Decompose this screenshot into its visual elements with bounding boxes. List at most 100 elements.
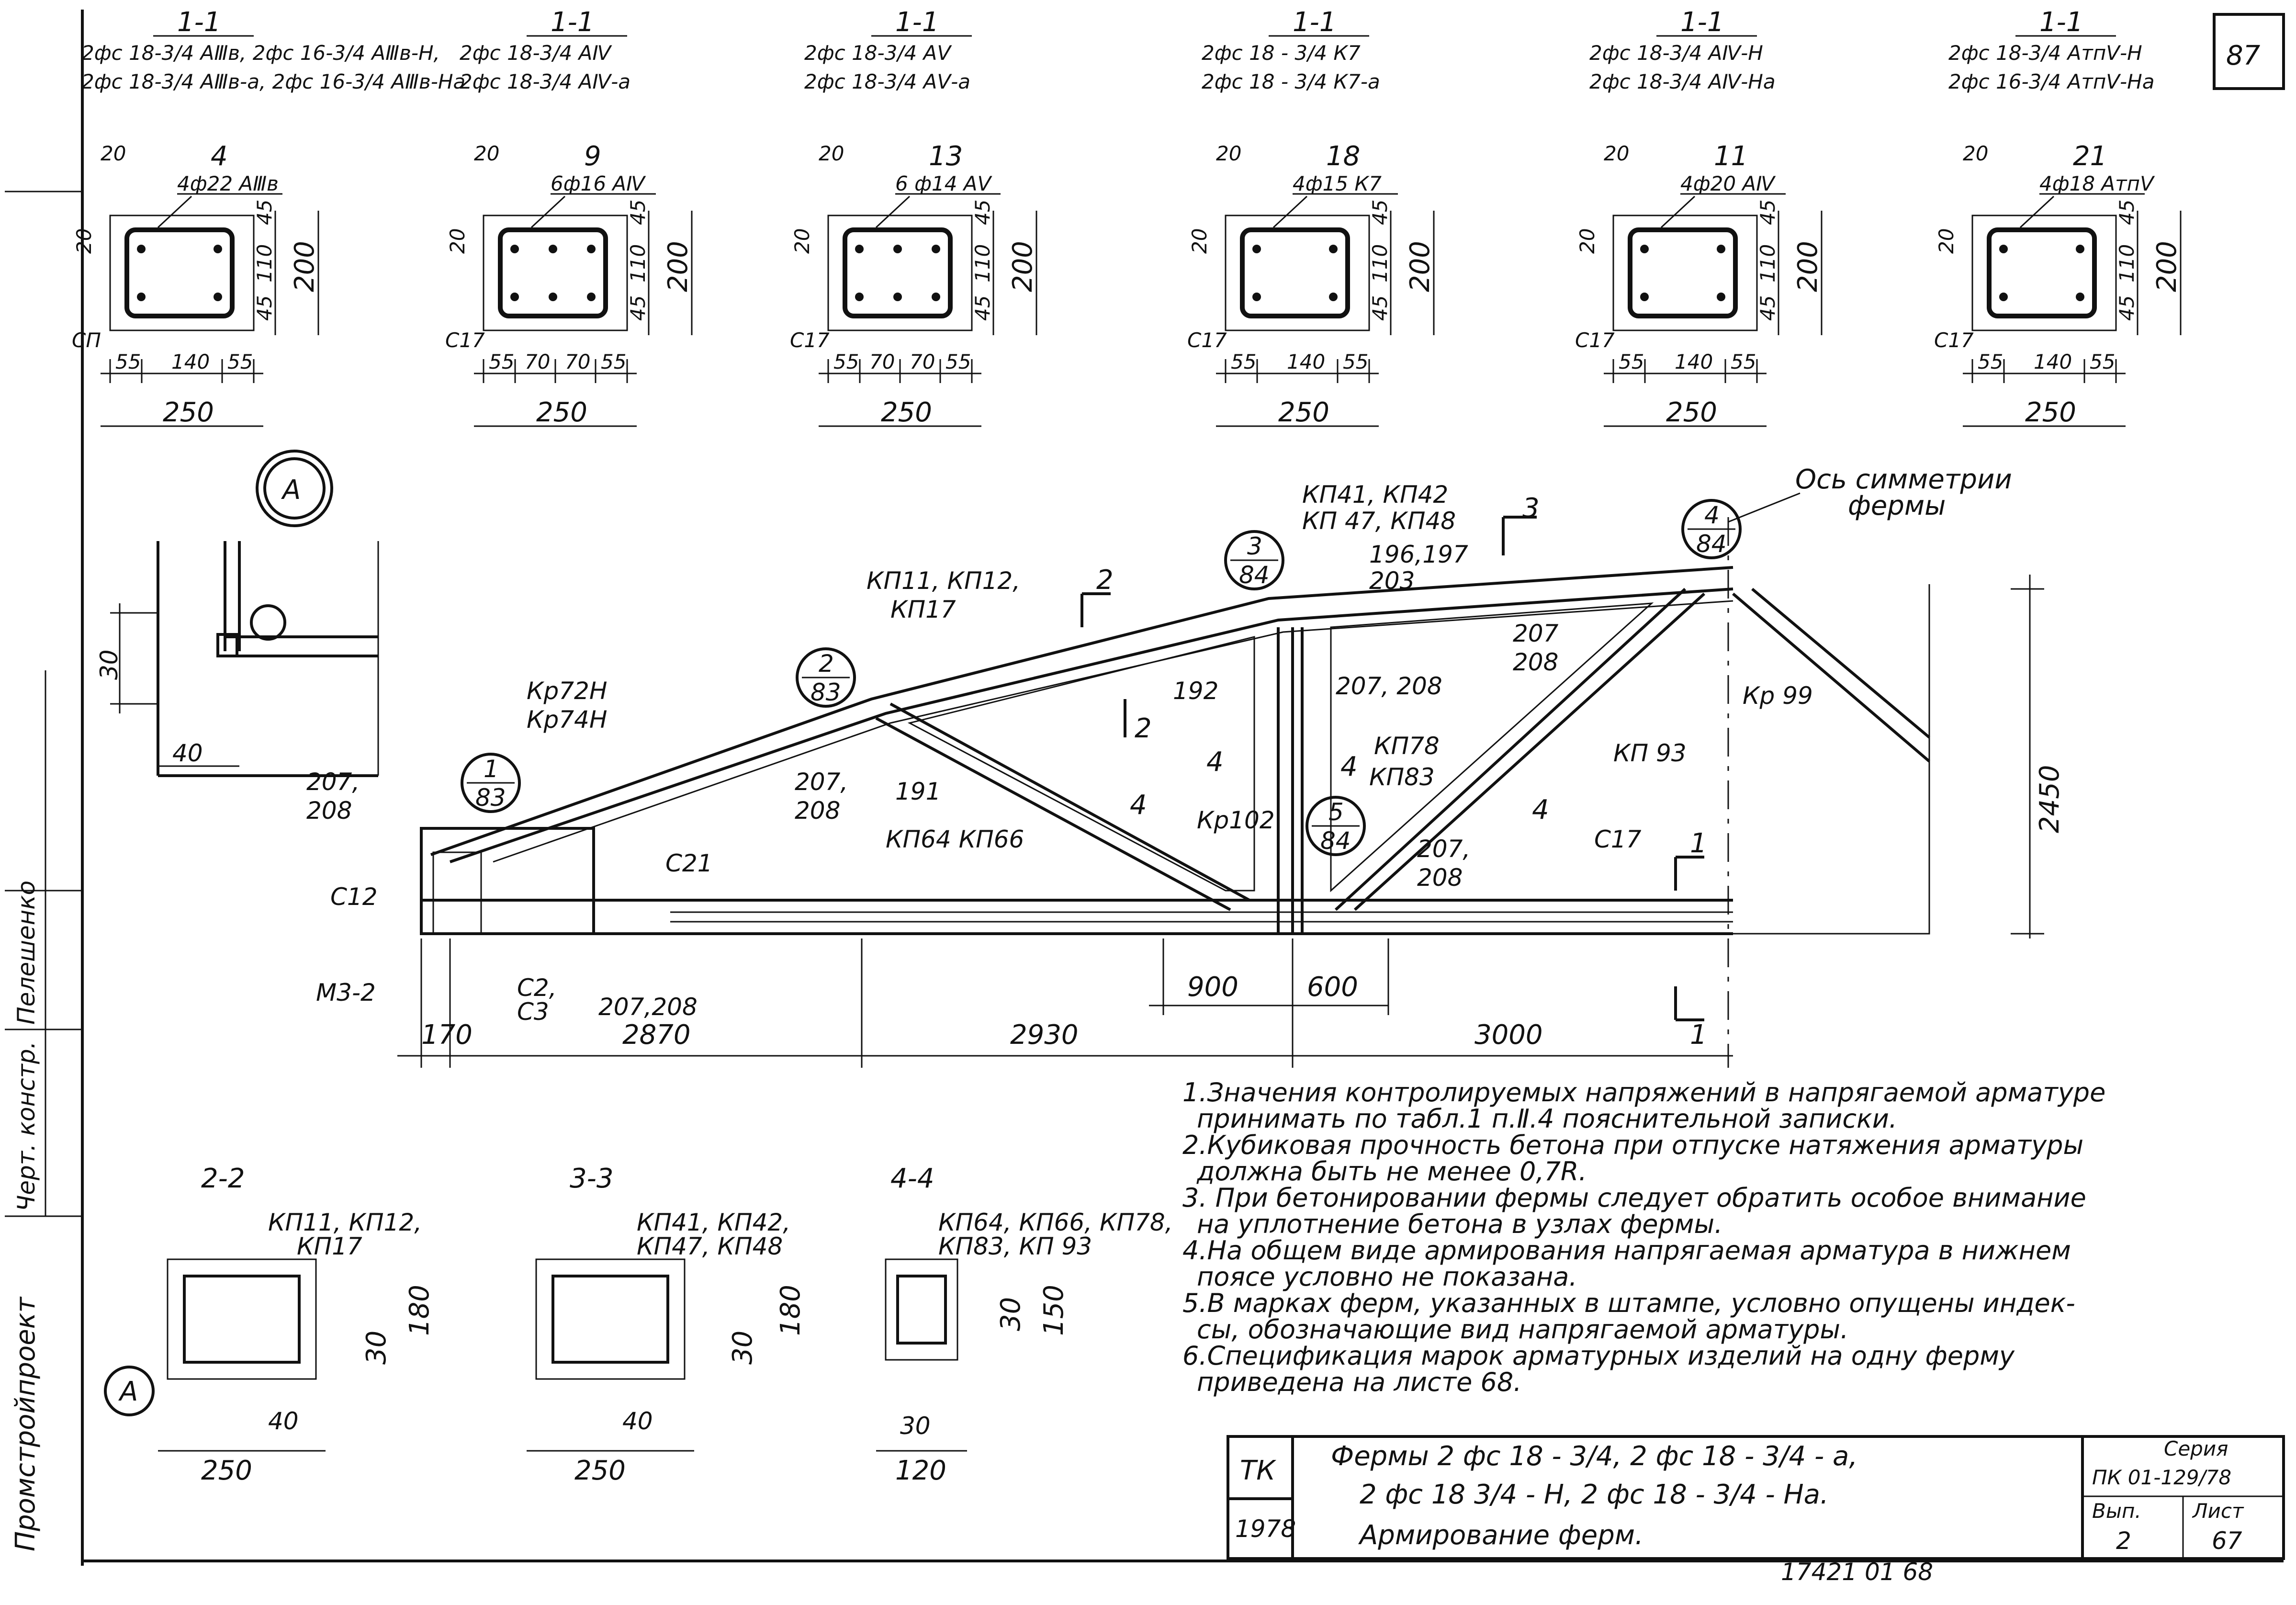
section-total: 250 — [1278, 397, 1329, 428]
label-kr72: Кр72Н — [527, 677, 607, 705]
svg-text:1: 1 — [484, 755, 499, 783]
section-code-2: 2фс 18-3/4 АⅤ-а — [804, 70, 970, 93]
section-code-1: 2фс 18-3/4 АтпⅤ-Н — [1948, 41, 2142, 65]
section-2-2-detail: А — [118, 1376, 138, 1407]
cut-2b: 2 — [1135, 713, 1152, 744]
detail-a-dim-30: 30 — [95, 649, 123, 680]
section-h-total: 200 — [289, 241, 320, 292]
section-label: 1-1 — [177, 7, 221, 38]
label-c21: С21 — [665, 849, 713, 877]
label-c17: С17 — [1594, 825, 1642, 853]
rebar-dot — [893, 293, 902, 301]
section-2-2-code1: КП11, КП12, — [268, 1209, 422, 1236]
section-4-4-h: 150 — [1038, 1285, 1069, 1336]
side-stamp-name: Пелешенко — [12, 881, 40, 1025]
section-rebar: 4ф15 К7 — [1293, 172, 1382, 195]
sheet-number: 87 — [2226, 40, 2261, 71]
dim-600: 600 — [1307, 972, 1358, 1003]
rebar-dot — [137, 293, 146, 301]
label-208c: 208 — [795, 797, 840, 825]
svg-text:20: 20 — [819, 142, 844, 165]
svg-text:45: 45 — [1368, 200, 1392, 225]
svg-text:110: 110 — [1756, 244, 1779, 283]
label-kp83: КП83 — [1369, 763, 1435, 791]
label-kr102: Кр102 — [1197, 806, 1275, 834]
svg-text:55: 55 — [1343, 350, 1368, 373]
label-196: 196,197 — [1369, 541, 1468, 568]
label-c3: С3 — [517, 998, 549, 1026]
svg-text:55: 55 — [1619, 350, 1644, 373]
svg-text:110: 110 — [253, 244, 276, 283]
label-191: 191 — [895, 778, 941, 805]
cut-2a: 2 — [1096, 565, 1114, 596]
tb-tk: ТК — [1240, 1455, 1276, 1486]
section-outline — [827, 215, 973, 331]
small-sections: 2-2 КП11, КП12, КП17 180 30 40 250 А 3-3… — [104, 1163, 1173, 1486]
section-outline — [1971, 215, 2117, 331]
svg-text:20: 20 — [1935, 228, 1958, 254]
section-h-total: 200 — [1792, 241, 1823, 292]
section-code-1: 2фс 18-3/4 АⅤ — [804, 41, 952, 65]
notes: 1.Значения контролируемых напряжений в н… — [1182, 1077, 2105, 1397]
section-code-2: 2фс 16-3/4 АтпⅤ-На — [1948, 70, 2154, 93]
svg-text:55: 55 — [1978, 350, 2003, 373]
node-callout-5-84: 584 — [1306, 796, 1366, 856]
section-4-4-d30: 30 — [995, 1297, 1026, 1331]
section-frame — [843, 227, 953, 318]
svg-text:20: 20 — [72, 228, 96, 254]
section-3-3-d40: 40 — [622, 1407, 653, 1435]
sheet-number-box: 87 — [2213, 13, 2285, 90]
rebar-dot — [1717, 293, 1725, 301]
section-4-4-w: 120 — [895, 1455, 946, 1486]
section-2-2-code2: КП17 — [297, 1232, 362, 1260]
label-kr99: Кр 99 — [1743, 682, 1813, 710]
tb-sheet-label: Лист — [2192, 1499, 2244, 1523]
svg-text:84: 84 — [1239, 561, 1270, 589]
title-block: ТК 1978 Фермы 2 фс 18 - 3/4, 2 фс 18 - 3… — [1227, 1435, 2285, 1586]
note-line: принимать по табл.1 п.Ⅱ.4 пояснительной … — [1197, 1104, 1897, 1134]
svg-text:45: 45 — [971, 295, 994, 321]
svg-text:4: 4 — [1704, 501, 1720, 529]
section-pos: 11 — [1714, 141, 1748, 172]
note-line: 3. При бетонировании фермы следует обрат… — [1182, 1183, 2086, 1213]
rebar-dot — [137, 245, 146, 253]
section-label: 1-1 — [551, 7, 594, 38]
tb-title-1: Фермы 2 фс 18 - 3/4, 2 фс 18 - 3/4 - а, — [1331, 1441, 1857, 1472]
section-frame — [124, 227, 235, 318]
svg-text:110: 110 — [1368, 244, 1392, 283]
label-c12: С12 — [330, 883, 378, 911]
section-2-2-label: 2-2 — [201, 1163, 245, 1194]
section-total: 250 — [2025, 397, 2076, 428]
rebar-dot — [549, 293, 557, 301]
label-kp17: КП17 — [890, 596, 956, 623]
rebar-dot — [214, 293, 222, 301]
note-line: поясе условно не показана. — [1197, 1262, 1577, 1292]
note-line: 2.Кубиковая прочность бетона при отпуске… — [1182, 1130, 2083, 1160]
axis-label-1: Ось симметрии — [1795, 464, 2012, 495]
svg-text:110: 110 — [626, 244, 650, 283]
note-line: 4.На общем виде армирования напрягаемая … — [1182, 1235, 2071, 1266]
note-line: 6.Спецификация марок арматурных изделий … — [1182, 1341, 2015, 1371]
rebar-dot — [1640, 293, 1649, 301]
svg-text:140: 140 — [1287, 350, 1325, 373]
section-code-1: 2фс 18 - 3/4 К7 — [1202, 41, 1361, 65]
section-rebar: 4ф20 АⅣ — [1680, 172, 1776, 195]
svg-text:70: 70 — [910, 350, 935, 373]
rebar-dot — [855, 293, 864, 301]
section-code-1: 2фс 18-3/4 АⅣ-Н — [1589, 41, 1763, 65]
label-kp93: КП 93 — [1613, 739, 1687, 767]
section-2-2-d40: 40 — [268, 1407, 299, 1435]
label-kp11: КП11, КП12, — [867, 567, 1020, 595]
svg-text:20: 20 — [1576, 228, 1599, 254]
svg-text:140: 140 — [2034, 350, 2072, 373]
label-kp41: КП41, КП42 — [1302, 481, 1448, 509]
section-h-total: 200 — [1405, 241, 1436, 292]
svg-text:55: 55 — [489, 350, 514, 373]
tb-title-3: Армирование ферм. — [1358, 1520, 1643, 1551]
rebar-dot — [2076, 245, 2084, 253]
svg-text:45: 45 — [2115, 295, 2138, 321]
svg-text:20: 20 — [1188, 228, 1211, 254]
section-4-4-code1: КП64, КП66, КП78, — [938, 1209, 1173, 1236]
